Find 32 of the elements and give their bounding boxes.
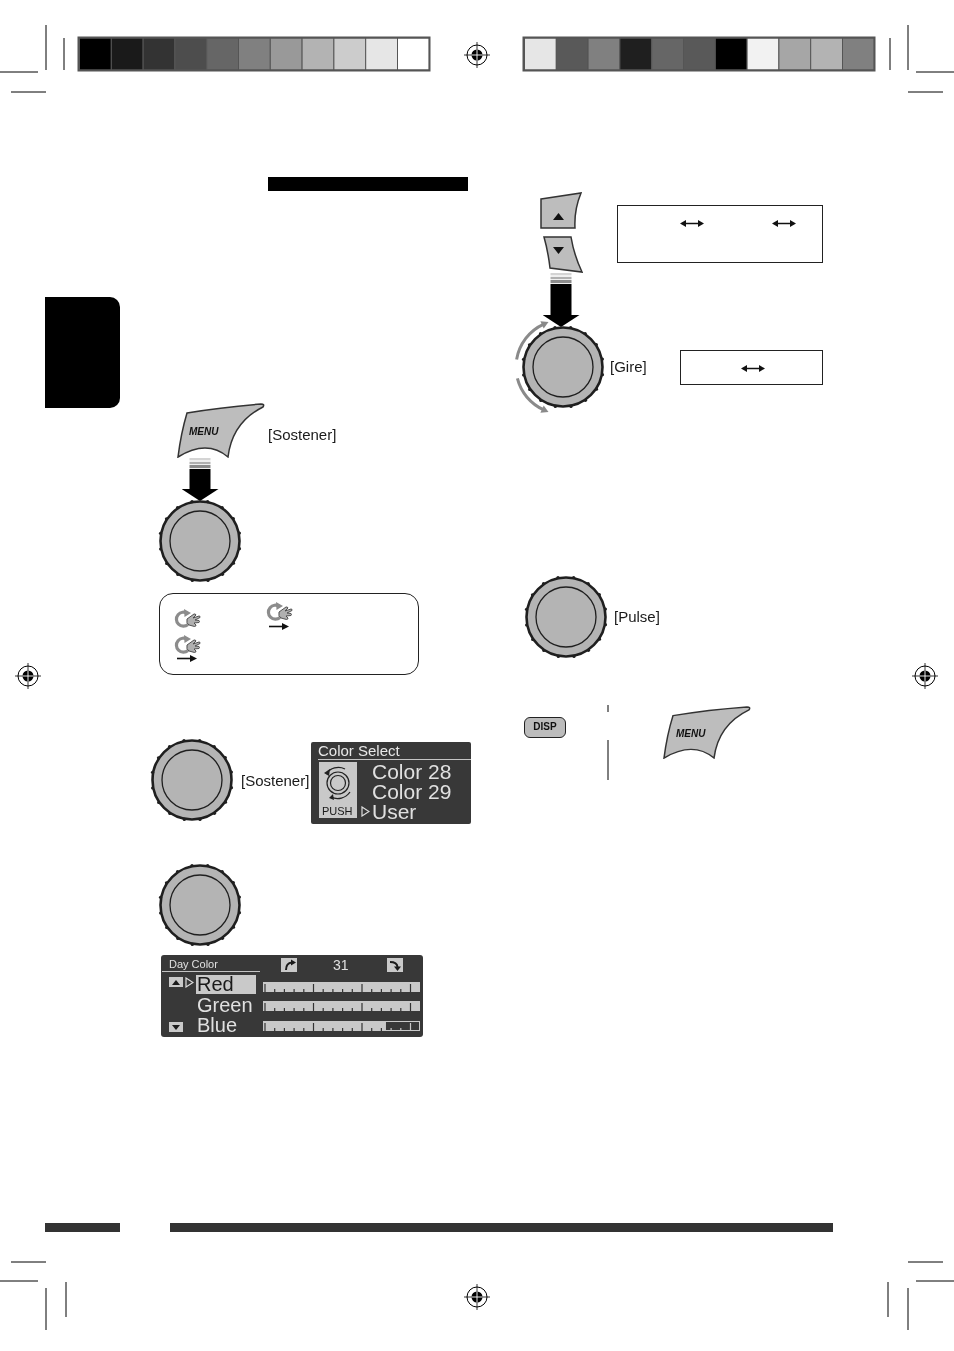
control-knob bbox=[524, 575, 608, 659]
screen-heading: Color Select bbox=[318, 742, 471, 760]
tab-button: MENU bbox=[663, 706, 752, 759]
value-readout: 31 bbox=[333, 957, 349, 973]
control-knob bbox=[158, 863, 242, 947]
list-option: Red bbox=[196, 975, 256, 994]
note-box bbox=[159, 593, 419, 675]
key-button bbox=[540, 192, 582, 229]
control-knob bbox=[158, 499, 242, 583]
tab-button: MENU bbox=[177, 403, 266, 458]
list-option: Color 29 bbox=[372, 781, 452, 802]
heading-bar bbox=[268, 177, 468, 191]
hint-label: PUSH bbox=[322, 805, 353, 817]
pill-button: DISP bbox=[524, 717, 566, 738]
action-label: [Sostener] bbox=[241, 772, 310, 790]
display-screen bbox=[161, 955, 423, 1037]
list-option: Color 28 bbox=[372, 761, 452, 782]
action-label: [Gire] bbox=[610, 358, 647, 376]
block-arrow bbox=[181, 458, 219, 501]
list-option: Green bbox=[197, 995, 253, 1015]
section-tab bbox=[45, 297, 120, 408]
screen-heading: Day Color bbox=[162, 957, 260, 972]
info-box bbox=[680, 350, 823, 385]
key-button bbox=[542, 235, 583, 273]
list-option: User bbox=[372, 801, 417, 822]
action-label: [Pulse] bbox=[614, 608, 660, 626]
info-box bbox=[617, 205, 823, 263]
display-screen bbox=[311, 742, 471, 824]
action-label: [Sostener] bbox=[268, 426, 337, 444]
list-option: Blue bbox=[197, 1015, 238, 1035]
control-knob bbox=[521, 325, 605, 409]
control-knob bbox=[150, 738, 234, 822]
